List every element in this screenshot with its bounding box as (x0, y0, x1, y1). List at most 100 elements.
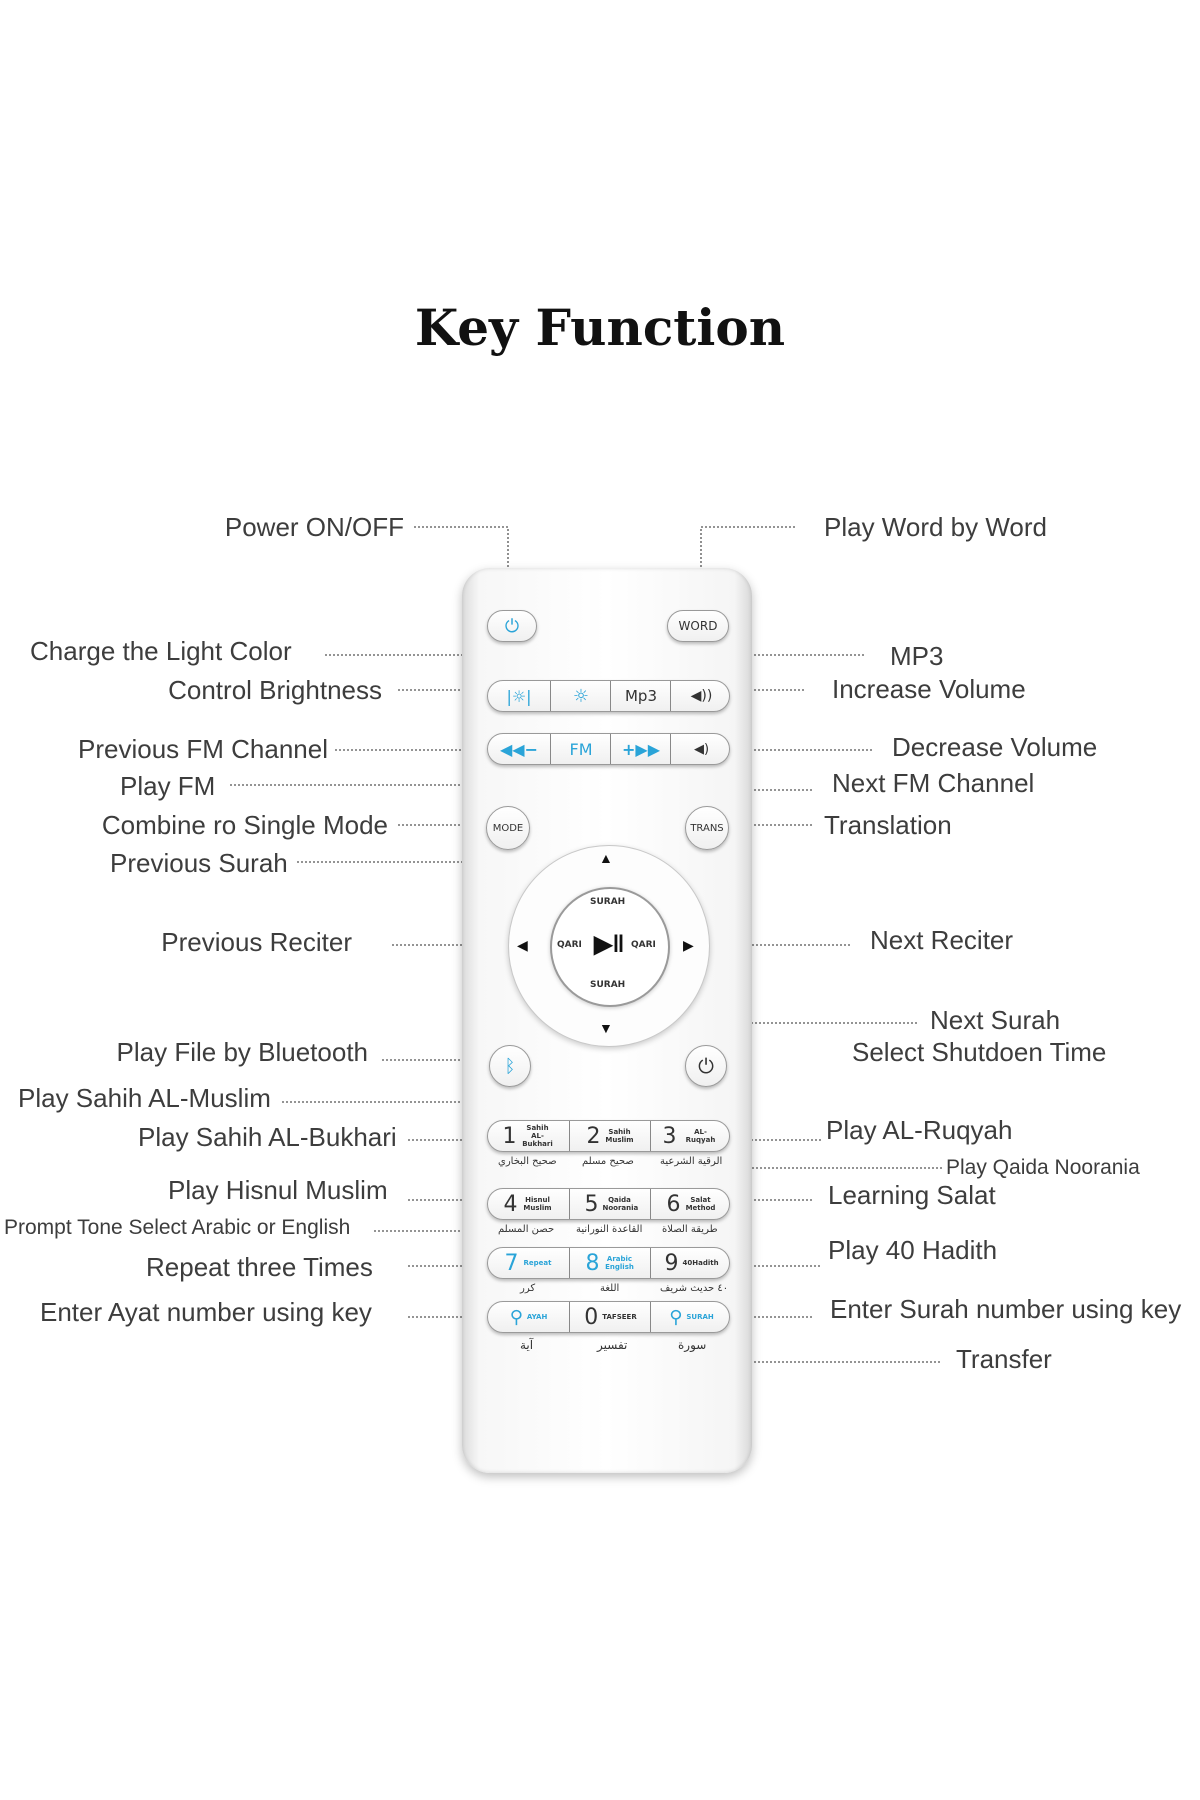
top-key-row-2: ◀◀− FM +▶▶ ◀) (487, 733, 730, 765)
label-transfer: Transfer (956, 1344, 1052, 1374)
play-pause-button[interactable] (550, 887, 670, 1007)
next-fm-button[interactable]: +▶▶ (610, 734, 671, 764)
label-light-color: Charge the Light Color (30, 636, 292, 666)
key-sublabel: Sahih Muslim (605, 1128, 634, 1144)
word-button[interactable]: WORD (667, 610, 729, 642)
forward-icon: +▶▶ (621, 739, 660, 759)
up-arrow-icon[interactable]: ▲ (599, 850, 613, 866)
key-number: 7 (504, 1250, 519, 1276)
key-number: 1 (502, 1123, 517, 1149)
key-3[interactable]: 3 AL-Ruqyah (650, 1121, 732, 1151)
prev-fm-button[interactable]: ◀◀− (488, 734, 550, 764)
label-prev-surah: Previous Surah (110, 848, 288, 878)
down-arrow-icon[interactable]: ▼ (599, 1020, 613, 1036)
bluetooth-icon: ᛒ (504, 1055, 516, 1077)
arabic-label: صحيح مسلم (582, 1156, 634, 1167)
power-icon: ⏻ (698, 1054, 714, 1078)
label-bukhari: Play Sahih AL-Bukhari (138, 1122, 397, 1152)
key-sublabel: Salat Method (685, 1196, 716, 1212)
qari-right-label: QARI (631, 940, 656, 950)
label-mode: Combine ro Single Mode (101, 810, 388, 840)
arabic-label: ٤٠ حديث شريف (660, 1283, 729, 1294)
arabic-label: صحيح البخاري (498, 1156, 557, 1167)
key-number: 6 (666, 1191, 681, 1217)
arabic-label: سورة (678, 1338, 707, 1352)
page-title: Key Function (414, 298, 786, 357)
label-power: Power ON/OFF (224, 512, 404, 542)
key-number: 0 (584, 1304, 599, 1330)
light-color-button[interactable]: ☼ (550, 681, 611, 711)
label-shutdown: Select Shutdoen Time (852, 1037, 1107, 1067)
mode-button[interactable]: MODE (486, 806, 530, 850)
label-bluetooth: Play File by Bluetooth (116, 1037, 368, 1067)
arabic-label: تفسير (597, 1338, 628, 1352)
mp3-button[interactable]: Mp3 (610, 681, 671, 711)
label-ruqyah: Play AL-Ruqyah (826, 1115, 1013, 1145)
label-play-fm: Play FM (120, 771, 216, 801)
surah-button[interactable]: ⚲SURAH (650, 1302, 732, 1332)
label-mp3: MP3 (890, 641, 944, 671)
key-sublabel: Sahih AL-Bukhari (522, 1124, 553, 1148)
arabic-label: القاعدة النورانية (576, 1224, 643, 1235)
right-arrow-icon[interactable]: ▶ (683, 937, 694, 953)
power-icon: ⏻ (504, 615, 520, 637)
key-sublabel: Hisnul Muslim (523, 1196, 552, 1212)
ayah-button[interactable]: ⚲AYAH (488, 1302, 569, 1332)
label-surah-num: Enter Surah number using key (830, 1294, 1182, 1324)
bluetooth-button[interactable]: ᛒ (489, 1045, 531, 1087)
key-number: 9 (664, 1250, 679, 1276)
arabic-label: حصن المسلم (498, 1224, 555, 1235)
key-sublabel: AL-Ruqyah (685, 1128, 716, 1144)
arabic-label: اللغة (600, 1283, 620, 1294)
volume-up-button[interactable]: ◀)) (670, 681, 732, 711)
key-number: 5 (584, 1191, 599, 1217)
label-prev-fm: Previous FM Channel (78, 734, 328, 764)
key-number: 2 (586, 1123, 601, 1149)
label-hisnul: Play Hisnul Muslim (168, 1175, 388, 1205)
rewind-icon: ◀◀− (499, 739, 538, 759)
shutdown-timer-button[interactable]: ⏻ (685, 1045, 727, 1087)
play-pause-icon: ▶‖ (594, 931, 625, 958)
arabic-label: آية (520, 1338, 534, 1352)
arabic-label: الرقية الشرعية (660, 1156, 723, 1167)
surah-up-label: SURAH (590, 897, 626, 907)
label-prev-reciter: Previous Reciter (161, 927, 352, 957)
volume-down-button[interactable]: ◀) (670, 734, 732, 764)
fm-button[interactable]: FM (550, 734, 611, 764)
trans-button[interactable]: TRANS (685, 806, 729, 850)
speaker-icon: ◀) (693, 741, 710, 757)
label-qaida: Play Qaida Noorania (946, 1156, 1140, 1179)
label-next-reciter: Next Reciter (870, 925, 1014, 955)
label-prompt: Prompt Tone Select Arabic or English (4, 1216, 351, 1239)
label-repeat: Repeat three Times (146, 1252, 373, 1282)
label-word: Play Word by Word (824, 512, 1048, 542)
bulb-icon: |☼| (506, 686, 532, 706)
key-sublabel: TAFSEER (602, 1313, 637, 1321)
search-icon: ⚲ (509, 1306, 523, 1328)
label-muslim: Play Sahih AL-Muslim (18, 1083, 271, 1113)
label-brightness: Control Brightness (168, 675, 382, 705)
key-sublabel: 40Hadith (682, 1259, 719, 1267)
brightness-button[interactable]: |☼| (488, 681, 550, 711)
speaker-icon: ◀)) (690, 688, 713, 704)
surah-down-label: SURAH (590, 980, 626, 990)
key-number: 3 (662, 1123, 677, 1149)
label-hadith: Play 40 Hadith (828, 1235, 998, 1265)
label-ayat: Enter Ayat number using key (40, 1297, 372, 1327)
power-button[interactable]: ⏻ (487, 610, 537, 642)
left-arrow-icon[interactable]: ◀ (517, 937, 528, 953)
label-next-fm: Next FM Channel (832, 768, 1035, 798)
arabic-label: كرر (520, 1283, 536, 1294)
key-number: 8 (585, 1250, 600, 1276)
